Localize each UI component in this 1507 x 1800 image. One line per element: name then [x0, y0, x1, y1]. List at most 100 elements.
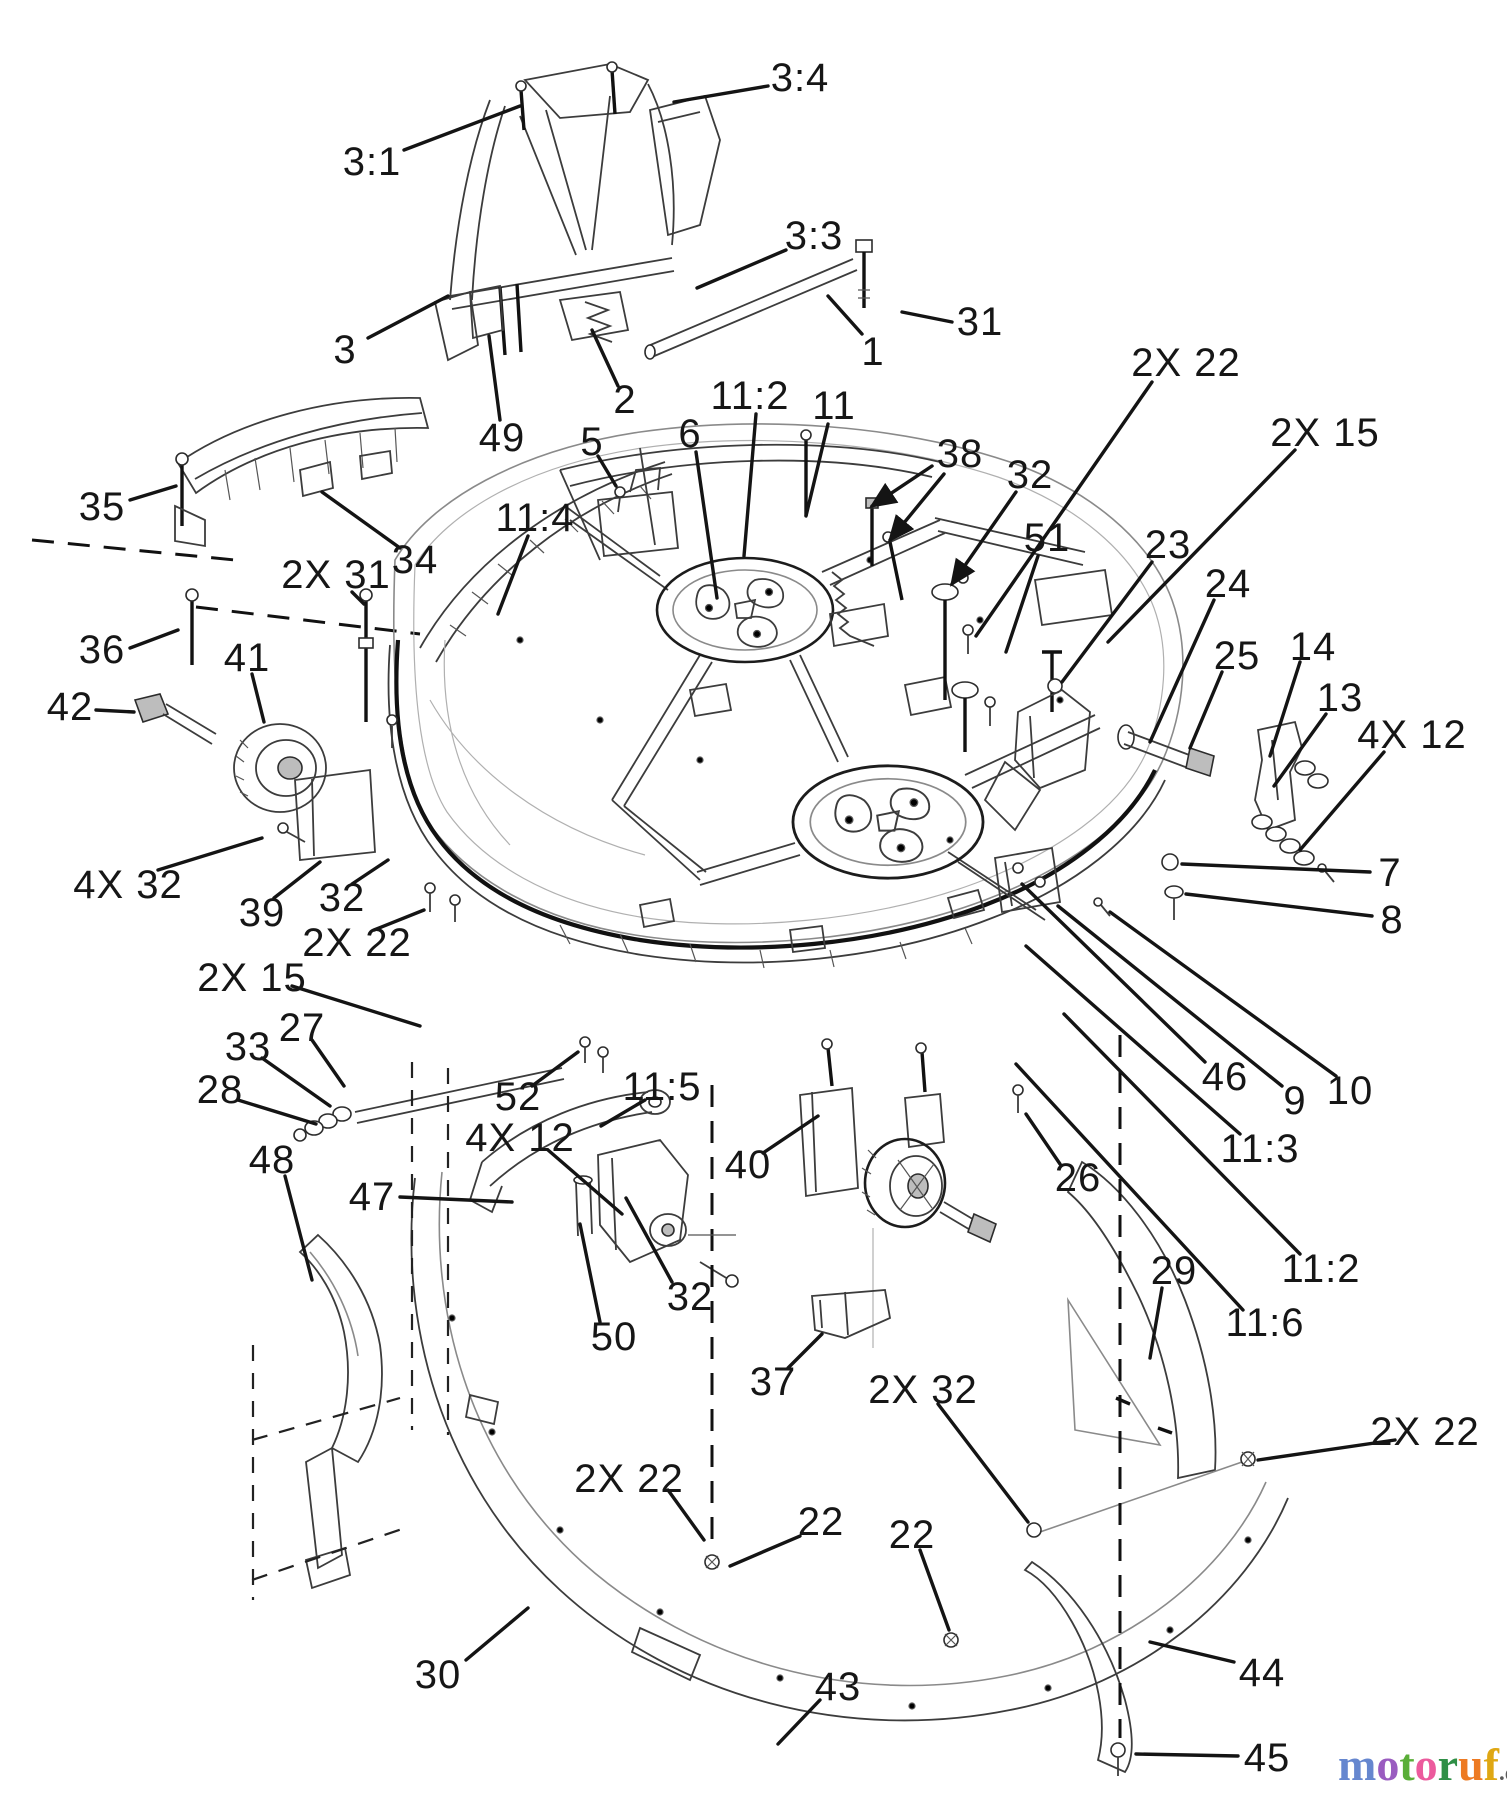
leader-line-2x-15	[1106, 448, 1297, 644]
leader-line-6	[694, 450, 719, 600]
part-callout-11-2: 11:2	[710, 374, 790, 418]
leader-line-46	[1020, 882, 1207, 1064]
part-callout-46: 46	[1201, 1055, 1249, 1099]
leader-line-24	[1148, 598, 1216, 744]
leader-line-43	[776, 1698, 822, 1746]
leader-line-2x-31	[350, 590, 366, 606]
left-lower-baffle	[251, 1062, 450, 1600]
wedge-bracket	[811, 1289, 892, 1339]
leader-line-28	[236, 1098, 318, 1126]
part-callout-22: 22	[888, 1513, 936, 1557]
leader-line-36	[128, 628, 180, 650]
leader-line-11-3	[1024, 944, 1242, 1136]
part-callout-2x-15: 2X 15	[1270, 411, 1380, 455]
leader-line-3-1	[402, 104, 522, 152]
part-callout-40: 40	[724, 1143, 772, 1187]
part-callout-32: 32	[666, 1275, 714, 1319]
leader-line-47	[398, 1195, 514, 1204]
leader-line-51	[1004, 554, 1040, 654]
part-callout-2x-22: 2X 22	[574, 1457, 684, 1501]
part-callout-11-6: 11:6	[1225, 1301, 1305, 1345]
part-callout-4x-12: 4X 12	[1357, 713, 1467, 757]
leader-line-34	[320, 490, 402, 550]
leader-line-4x-12	[1298, 750, 1386, 852]
part-callout-11-5: 11:5	[622, 1065, 702, 1109]
leader-line-32	[350, 858, 390, 886]
height-arm-assembly	[468, 1036, 739, 1288]
part-callout-28: 28	[196, 1068, 244, 1112]
part-callout-3: 3	[333, 328, 357, 372]
part-callout-38: 38	[936, 432, 984, 476]
part-callout-11-4: 11:4	[495, 496, 575, 540]
part-callout-45: 45	[1243, 1736, 1291, 1780]
leader-line-30	[464, 1606, 530, 1662]
part-callout-2x-22: 2X 22	[1370, 1410, 1480, 1454]
part-callout-33: 33	[224, 1025, 272, 1069]
watermark-motoruf-logo: motoruf.de	[1338, 1742, 1507, 1788]
part-callout-50: 50	[590, 1315, 638, 1359]
leader-line-3-3	[695, 248, 788, 290]
leader-line-37	[786, 1332, 824, 1370]
part-callout-30: 30	[414, 1653, 462, 1697]
leader-line-11-4	[496, 534, 530, 616]
part-callout-2x-32: 2X 32	[868, 1368, 978, 1412]
part-callout-14: 14	[1289, 625, 1337, 669]
leader-line-27	[310, 1038, 346, 1088]
spindle-hub-upper	[655, 556, 835, 664]
part-callout-11: 11	[812, 384, 856, 428]
leader-line-25	[1188, 670, 1224, 750]
watermark-letter: o	[1414, 1739, 1438, 1790]
part-callout-2x-15: 2X 15	[197, 956, 307, 1000]
part-callout-52: 52	[494, 1075, 542, 1119]
leader-line-2x-22	[372, 908, 426, 932]
leader-line-48	[283, 1174, 314, 1282]
leader-line-38	[869, 464, 934, 508]
part-callout-25: 25	[1213, 634, 1261, 678]
leader-line-44	[1148, 1640, 1236, 1664]
part-callout-3-4: 3:4	[770, 56, 830, 100]
part-callout-47: 47	[348, 1175, 396, 1219]
part-callout-6: 6	[678, 412, 702, 456]
leader-line-40	[761, 1114, 820, 1155]
caster-assembly	[799, 1038, 1024, 1348]
leader-line-11-2	[1062, 1012, 1302, 1256]
part-callout-31: 31	[956, 300, 1004, 344]
part-callout-2: 2	[613, 378, 637, 422]
part-callout-4x-32: 4X 32	[73, 863, 183, 907]
leader-line-39	[272, 860, 322, 900]
part-callout-36: 36	[78, 628, 126, 672]
gauge-wheel-bracket-cluster	[829, 571, 1335, 920]
support-rod-left	[293, 1067, 565, 1142]
leader-line-7	[1180, 862, 1372, 874]
leader-line-35	[128, 484, 178, 502]
part-callout-23: 23	[1144, 523, 1192, 567]
leader-line-11	[804, 422, 830, 518]
leader-line-22	[728, 1534, 802, 1568]
watermark-letter: t	[1399, 1739, 1415, 1790]
part-callout-39: 39	[238, 891, 286, 935]
leader-line-10	[1108, 910, 1338, 1078]
part-callout-2x-22: 2X 22	[1131, 341, 1241, 385]
part-callout-29: 29	[1150, 1249, 1198, 1293]
part-callout-41: 41	[223, 636, 271, 680]
leader-line-31	[900, 310, 954, 324]
part-callout-5: 5	[580, 420, 604, 464]
leader-line-5	[596, 454, 618, 488]
leader-line-3	[366, 294, 450, 340]
part-callout-49: 49	[478, 416, 526, 460]
part-callout-11-2: 11:2	[1281, 1247, 1361, 1291]
part-callout-8: 8	[1380, 898, 1404, 942]
chute-assembly	[433, 61, 873, 362]
leader-line-2x-22	[666, 1488, 706, 1542]
leader-line-11-5	[599, 1098, 647, 1128]
part-callout-32: 32	[1006, 453, 1054, 497]
part-callout-9: 9	[1283, 1079, 1307, 1123]
part-callout-34: 34	[391, 538, 439, 582]
leader-line-52	[530, 1050, 580, 1088]
leader-line-32	[624, 1196, 674, 1284]
leader-line-2x-22	[1256, 1438, 1397, 1462]
leader-line-14	[1268, 660, 1302, 758]
part-callout-11-3: 11:3	[1220, 1127, 1300, 1171]
